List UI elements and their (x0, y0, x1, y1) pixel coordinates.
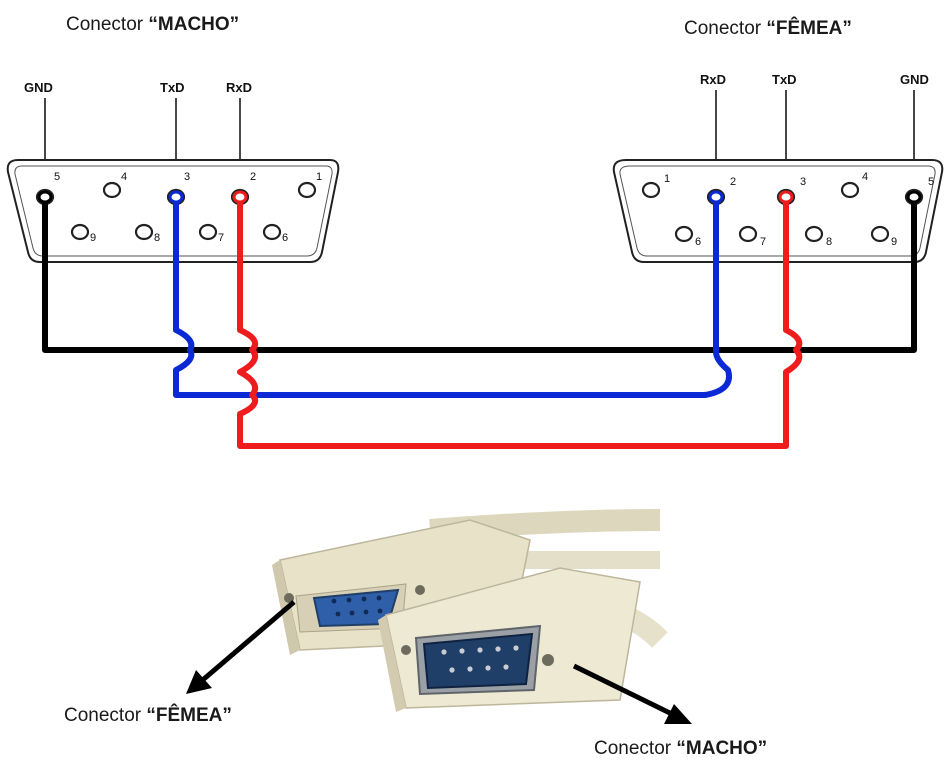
pin-number: 5 (54, 171, 60, 183)
title-name: “MACHO” (148, 14, 240, 35)
pin-number: 3 (800, 176, 806, 188)
wire-rxd-to-txd (237, 197, 803, 449)
signal-label-txd-female: TxD (772, 72, 797, 87)
title-prefix: Conector (684, 18, 762, 39)
pin-number: 7 (218, 232, 224, 244)
title-prefix: Conector (594, 738, 672, 759)
wire-gnd (42, 197, 917, 353)
wire-txd-to-rxd (173, 197, 732, 398)
title-name: “FÊMEA” (766, 18, 852, 39)
pin-number: 8 (154, 232, 160, 244)
female-db9-connector: 1 2 3 4 5 6 7 8 9 (612, 159, 944, 263)
signal-label-gnd-male: GND (24, 80, 53, 95)
pin-number: 4 (121, 171, 127, 183)
arrow-to-male-label (572, 663, 692, 724)
pin-number: 7 (760, 236, 766, 248)
signal-label-gnd-female: GND (900, 72, 929, 87)
pin-number: 6 (282, 232, 288, 244)
pin-number: 3 (184, 171, 190, 183)
pin-number: 5 (928, 176, 934, 188)
signal-label-rxd-female: RxD (700, 72, 726, 87)
signal-label-rxd-male: RxD (226, 80, 252, 95)
pin-number: 1 (316, 171, 322, 183)
pin-number: 2 (250, 171, 256, 183)
pin-number: 6 (695, 236, 701, 248)
female-connector-title-bottom: Conector “FÊMEA” (64, 705, 232, 727)
pin-number: 4 (862, 171, 868, 183)
pin-number: 1 (664, 173, 670, 185)
title-name: “FÊMEA” (146, 705, 232, 726)
pin-number: 2 (730, 176, 736, 188)
pin-number: 8 (826, 236, 832, 248)
pin-number: 9 (90, 232, 96, 244)
female-connector-title-top: Conector “FÊMEA” (684, 18, 852, 40)
cable-photo (272, 509, 668, 712)
signal-label-txd-male: TxD (160, 80, 185, 95)
title-name: “MACHO” (676, 738, 768, 759)
male-connector-title-top: Conector “MACHO” (66, 14, 239, 36)
title-prefix: Conector (66, 14, 144, 35)
title-prefix: Conector (64, 705, 142, 726)
arrow-to-female-label (186, 600, 296, 694)
connected-pins (37, 190, 922, 204)
pin-number: 9 (891, 236, 897, 248)
male-connector-title-bottom: Conector “MACHO” (594, 738, 767, 760)
